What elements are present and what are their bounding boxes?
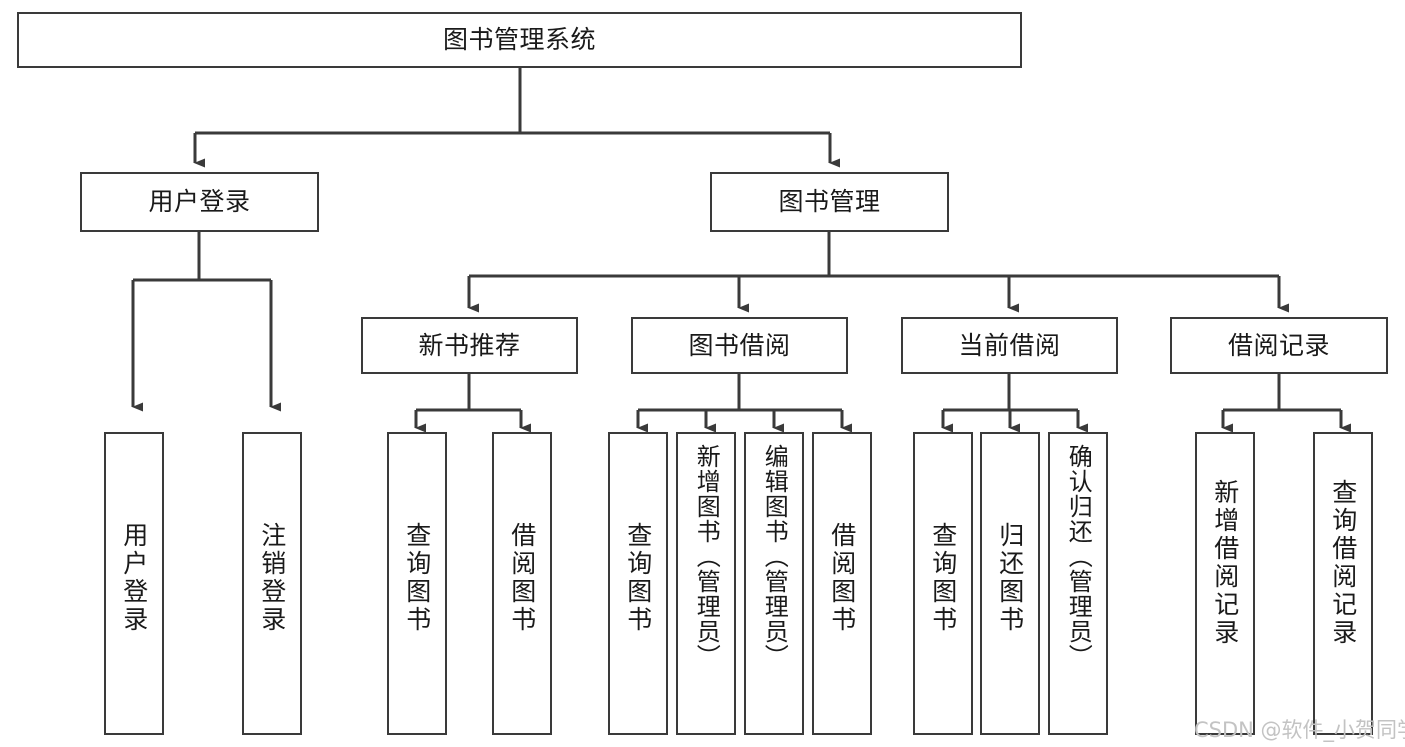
leaf-confirm-return-admin-label: 确认归还（管理员）	[1064, 444, 1093, 669]
leaf-add-book-admin[interactable]: 新增图书（管理员）	[676, 432, 736, 735]
leaf-query-books-current[interactable]: 查询图书	[913, 432, 973, 735]
leaf-borrow-books-newbooks[interactable]: 借阅图书	[492, 432, 552, 735]
leaf-borrow-books-borrow[interactable]: 借阅图书	[812, 432, 872, 735]
node-current-borrow[interactable]: 当前借阅	[901, 317, 1118, 374]
leaf-borrow-books-borrow-label: 借阅图书	[827, 522, 857, 634]
leaf-query-borrow-record[interactable]: 查询借阅记录	[1313, 432, 1373, 735]
node-new-book-recommend-label: 新书推荐	[418, 330, 521, 360]
node-current-borrow-label: 当前借阅	[958, 330, 1061, 360]
node-root[interactable]: 图书管理系统	[17, 12, 1022, 68]
leaf-return-books[interactable]: 归还图书	[980, 432, 1040, 735]
leaf-edit-book-admin-label: 编辑图书（管理员）	[760, 444, 789, 669]
leaf-query-books-borrow-label: 查询图书	[623, 522, 653, 634]
node-user-login[interactable]: 用户登录	[80, 172, 319, 232]
leaf-user-login-label: 用户登录	[119, 522, 149, 634]
node-new-book-recommend[interactable]: 新书推荐	[361, 317, 578, 374]
leaf-add-borrow-record-label: 新增借阅记录	[1210, 479, 1240, 647]
leaf-confirm-return-admin[interactable]: 确认归还（管理员）	[1048, 432, 1108, 735]
leaf-add-book-admin-label: 新增图书（管理员）	[692, 444, 721, 669]
node-user-login-label: 用户登录	[148, 187, 251, 217]
leaf-query-borrow-record-label: 查询借阅记录	[1328, 479, 1358, 647]
leaf-logout-label: 注销登录	[257, 522, 287, 634]
node-book-borrow-label: 图书借阅	[688, 330, 791, 360]
node-borrow-records-label: 借阅记录	[1227, 330, 1330, 360]
leaf-logout[interactable]: 注销登录	[242, 432, 302, 735]
node-borrow-records[interactable]: 借阅记录	[1170, 317, 1388, 374]
leaf-return-books-label: 归还图书	[995, 522, 1025, 634]
leaf-add-borrow-record[interactable]: 新增借阅记录	[1195, 432, 1255, 735]
leaf-query-books-borrow[interactable]: 查询图书	[608, 432, 668, 735]
leaf-borrow-books-newbooks-label: 借阅图书	[507, 522, 537, 634]
node-book-management-label: 图书管理	[778, 187, 881, 217]
leaf-query-books-newbooks[interactable]: 查询图书	[387, 432, 447, 735]
node-book-management[interactable]: 图书管理	[710, 172, 949, 232]
node-book-borrow[interactable]: 图书借阅	[631, 317, 848, 374]
leaf-edit-book-admin[interactable]: 编辑图书（管理员）	[744, 432, 804, 735]
leaf-query-books-current-label: 查询图书	[928, 522, 958, 634]
node-root-label: 图书管理系统	[442, 25, 596, 55]
leaf-query-books-newbooks-label: 查询图书	[402, 522, 432, 634]
leaf-user-login[interactable]: 用户登录	[104, 432, 164, 735]
